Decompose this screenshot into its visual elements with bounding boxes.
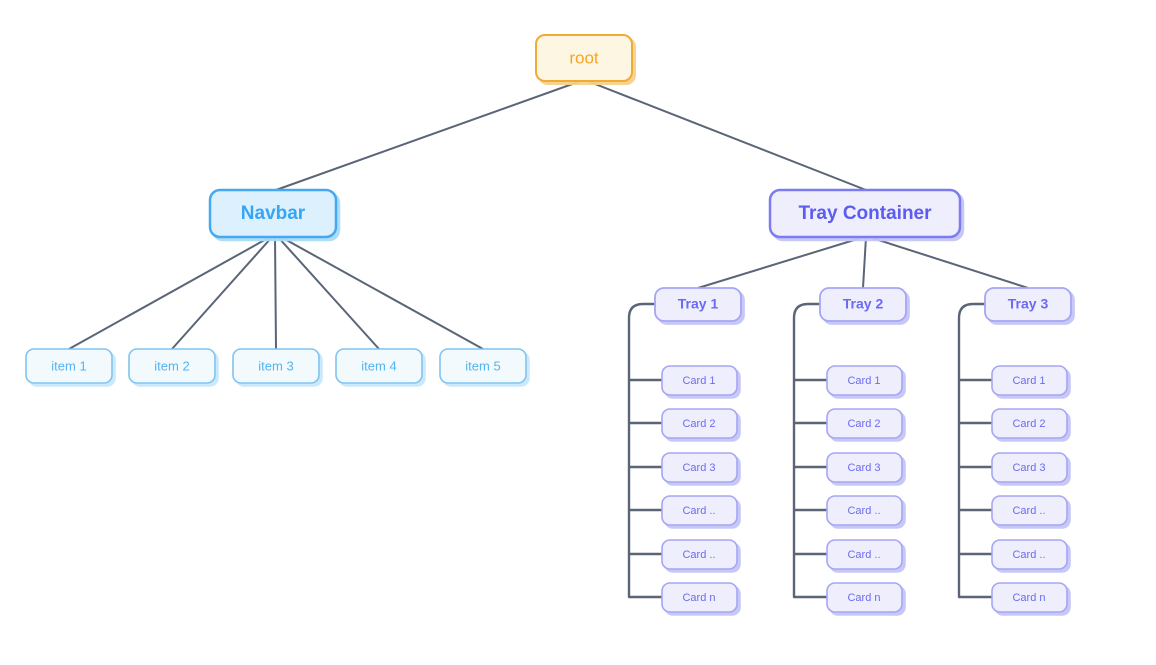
- tray-column-3: [957, 302, 992, 599]
- item-3-box[interactable]: [232, 348, 320, 384]
- card-box[interactable]: [661, 408, 738, 439]
- node-card[interactable]: Card 2: [826, 408, 903, 439]
- card-box[interactable]: [661, 582, 738, 613]
- node-card[interactable]: Card 2: [991, 408, 1068, 439]
- node-root[interactable]: root: [535, 34, 633, 82]
- edge-tray-container-tray-3: [868, 236, 1029, 289]
- node-card[interactable]: Card ..: [661, 495, 738, 526]
- node-card[interactable]: Card 2: [661, 408, 738, 439]
- card-box[interactable]: [991, 539, 1068, 570]
- tray-2-box[interactable]: [819, 287, 907, 322]
- item-2-box[interactable]: [128, 348, 216, 384]
- card-box[interactable]: [826, 365, 903, 396]
- node-tray-2[interactable]: Tray 2: [819, 287, 907, 322]
- card-box[interactable]: [826, 452, 903, 483]
- tray-column-2: [792, 302, 827, 599]
- item-5-box[interactable]: [439, 348, 527, 384]
- node-navbar[interactable]: Navbar: [208, 188, 338, 239]
- cards-tray-1: Card 1 Card 2 Card 3 Card .. Card .. Car…: [661, 365, 738, 613]
- edge-navbar-item-1: [68, 236, 271, 350]
- node-item-2[interactable]: item 2: [128, 348, 216, 384]
- node-tray-3[interactable]: Tray 3: [984, 287, 1072, 322]
- card-box[interactable]: [991, 582, 1068, 613]
- node-card[interactable]: Card ..: [991, 495, 1068, 526]
- card-box[interactable]: [661, 365, 738, 396]
- node-card[interactable]: Card 1: [991, 365, 1068, 396]
- node-item-4[interactable]: item 4: [335, 348, 423, 384]
- node-card[interactable]: Card n: [991, 582, 1068, 613]
- edges-tray-container-to-trays: [697, 236, 1029, 289]
- elbow-tray-3: [957, 302, 987, 599]
- card-box[interactable]: [826, 582, 903, 613]
- edge-root-tray-container: [589, 81, 867, 191]
- edges-root-to-branches: [275, 81, 867, 191]
- edge-navbar-item-2: [171, 236, 273, 350]
- navbar-items-group: item 1 item 2 item 3 item 4 item 5: [25, 348, 527, 384]
- card-box[interactable]: [826, 495, 903, 526]
- elbow-tray-2: [792, 302, 822, 599]
- cards-tray-2: Card 1 Card 2 Card 3 Card .. Card .. Car…: [826, 365, 903, 613]
- item-1-box[interactable]: [25, 348, 113, 384]
- root-box[interactable]: [535, 34, 633, 82]
- tray-nodes-group: Tray 1 Tray 2 Tray 3: [654, 287, 1072, 322]
- card-box[interactable]: [661, 495, 738, 526]
- cards-tray-3: Card 1 Card 2 Card 3 Card .. Card .. Car…: [991, 365, 1068, 613]
- edge-navbar-item-4: [277, 236, 380, 350]
- node-item-3[interactable]: item 3: [232, 348, 320, 384]
- edge-root-navbar: [275, 81, 579, 191]
- edge-navbar-item-5: [280, 236, 484, 350]
- card-box[interactable]: [991, 495, 1068, 526]
- tray-container-box[interactable]: [768, 188, 962, 239]
- node-item-5[interactable]: item 5: [439, 348, 527, 384]
- node-card[interactable]: Card 3: [661, 452, 738, 483]
- node-card[interactable]: Card 3: [991, 452, 1068, 483]
- node-card[interactable]: Card 3: [826, 452, 903, 483]
- item-4-box[interactable]: [335, 348, 423, 384]
- edge-navbar-item-3: [274, 236, 277, 350]
- elbow-tray-1: [627, 302, 657, 599]
- card-box[interactable]: [991, 408, 1068, 439]
- node-card[interactable]: Card ..: [991, 539, 1068, 570]
- card-box[interactable]: [826, 408, 903, 439]
- node-card[interactable]: Card n: [661, 582, 738, 613]
- edge-tray-container-tray-2: [862, 236, 867, 289]
- node-card[interactable]: Card 1: [661, 365, 738, 396]
- node-card[interactable]: Card n: [826, 582, 903, 613]
- card-box[interactable]: [661, 539, 738, 570]
- card-box[interactable]: [661, 452, 738, 483]
- node-card[interactable]: Card ..: [661, 539, 738, 570]
- tray-3-box[interactable]: [984, 287, 1072, 322]
- node-card[interactable]: Card 1: [826, 365, 903, 396]
- edges-navbar-to-items: [68, 236, 484, 350]
- edge-tray-container-tray-1: [697, 236, 865, 289]
- navbar-box[interactable]: [208, 188, 338, 239]
- tray-column-1: [627, 302, 662, 599]
- node-tray-1[interactable]: Tray 1: [654, 287, 742, 322]
- tray-1-box[interactable]: [654, 287, 742, 322]
- node-tray-container[interactable]: Tray Container: [768, 188, 962, 239]
- node-item-1[interactable]: item 1: [25, 348, 113, 384]
- node-card[interactable]: Card ..: [826, 539, 903, 570]
- card-box[interactable]: [991, 452, 1068, 483]
- node-card[interactable]: Card ..: [826, 495, 903, 526]
- card-box[interactable]: [991, 365, 1068, 396]
- card-box[interactable]: [826, 539, 903, 570]
